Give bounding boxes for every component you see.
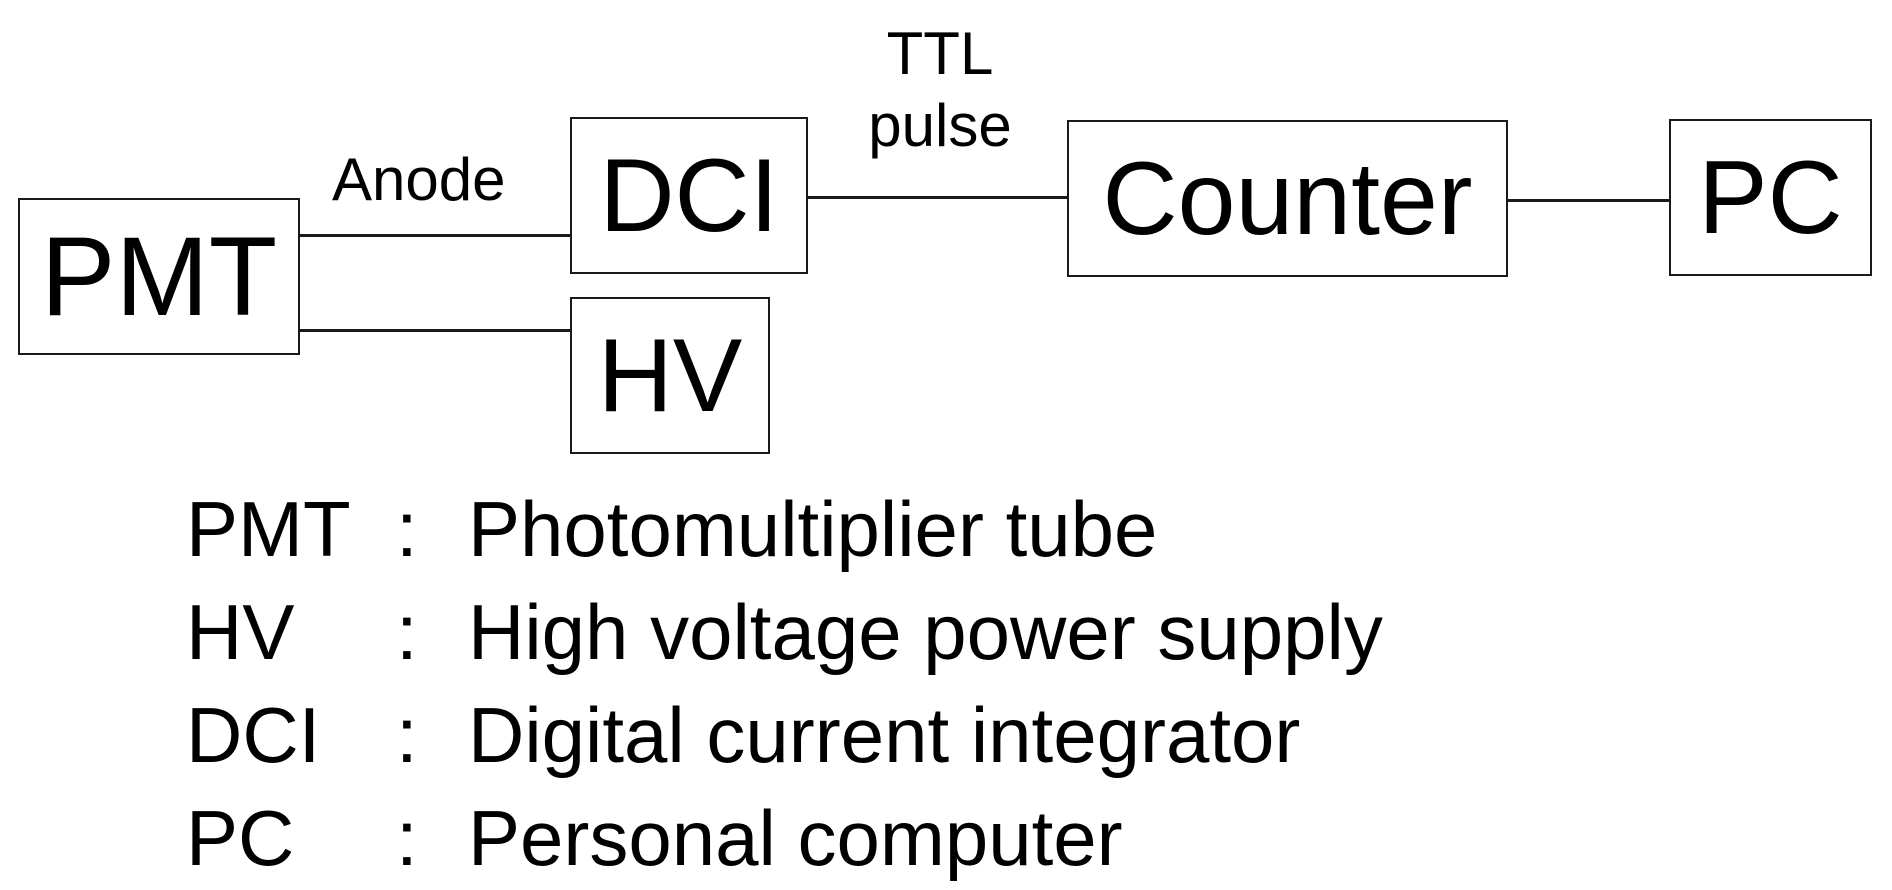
wire-counter-pc [1506,199,1671,202]
counter-block: Counter [1067,120,1508,277]
legend-separator: : [396,588,418,676]
counter-block-label: Counter [1102,140,1473,257]
legend: PMT : Photomultiplier tube HV : High vol… [186,478,1383,890]
legend-separator: : [396,794,418,882]
legend-meaning: Personal computer [468,794,1123,882]
ttl-label-line2: pulse [868,92,1012,159]
pc-block: PC [1669,119,1872,276]
dci-block-label: DCI [599,137,779,254]
legend-abbr: PMT [186,485,351,573]
legend-meaning: Photomultiplier tube [468,485,1158,573]
legend-abbr: HV [186,588,295,676]
pc-block-label: PC [1698,139,1843,256]
legend-row-dci: DCI : Digital current integrator [186,684,1383,787]
pmt-block: PMT [18,198,300,355]
legend-separator: : [396,691,418,779]
legend-meaning: Digital current integrator [468,691,1301,779]
wire-pmt-hv [298,329,572,332]
ttl-pulse-label: TTL pulse [845,18,1035,162]
legend-row-pc: PC : Personal computer [186,787,1383,890]
wire-dci-counter [806,196,1069,199]
legend-separator: : [396,485,418,573]
hv-block-label: HV [597,317,743,434]
legend-row-hv: HV : High voltage power supply [186,581,1383,684]
anode-label: Anode [332,144,506,216]
anode-label-text: Anode [332,146,506,213]
wire-pmt-dci [298,234,572,237]
dci-block: DCI [570,117,808,274]
legend-meaning: High voltage power supply [468,588,1383,676]
ttl-label-line1: TTL [886,20,994,87]
pmt-block-label: PMT [40,213,278,339]
legend-row-pmt: PMT : Photomultiplier tube [186,478,1383,581]
legend-abbr: DCI [186,691,321,779]
legend-abbr: PC [186,794,295,882]
hv-block: HV [570,297,770,454]
